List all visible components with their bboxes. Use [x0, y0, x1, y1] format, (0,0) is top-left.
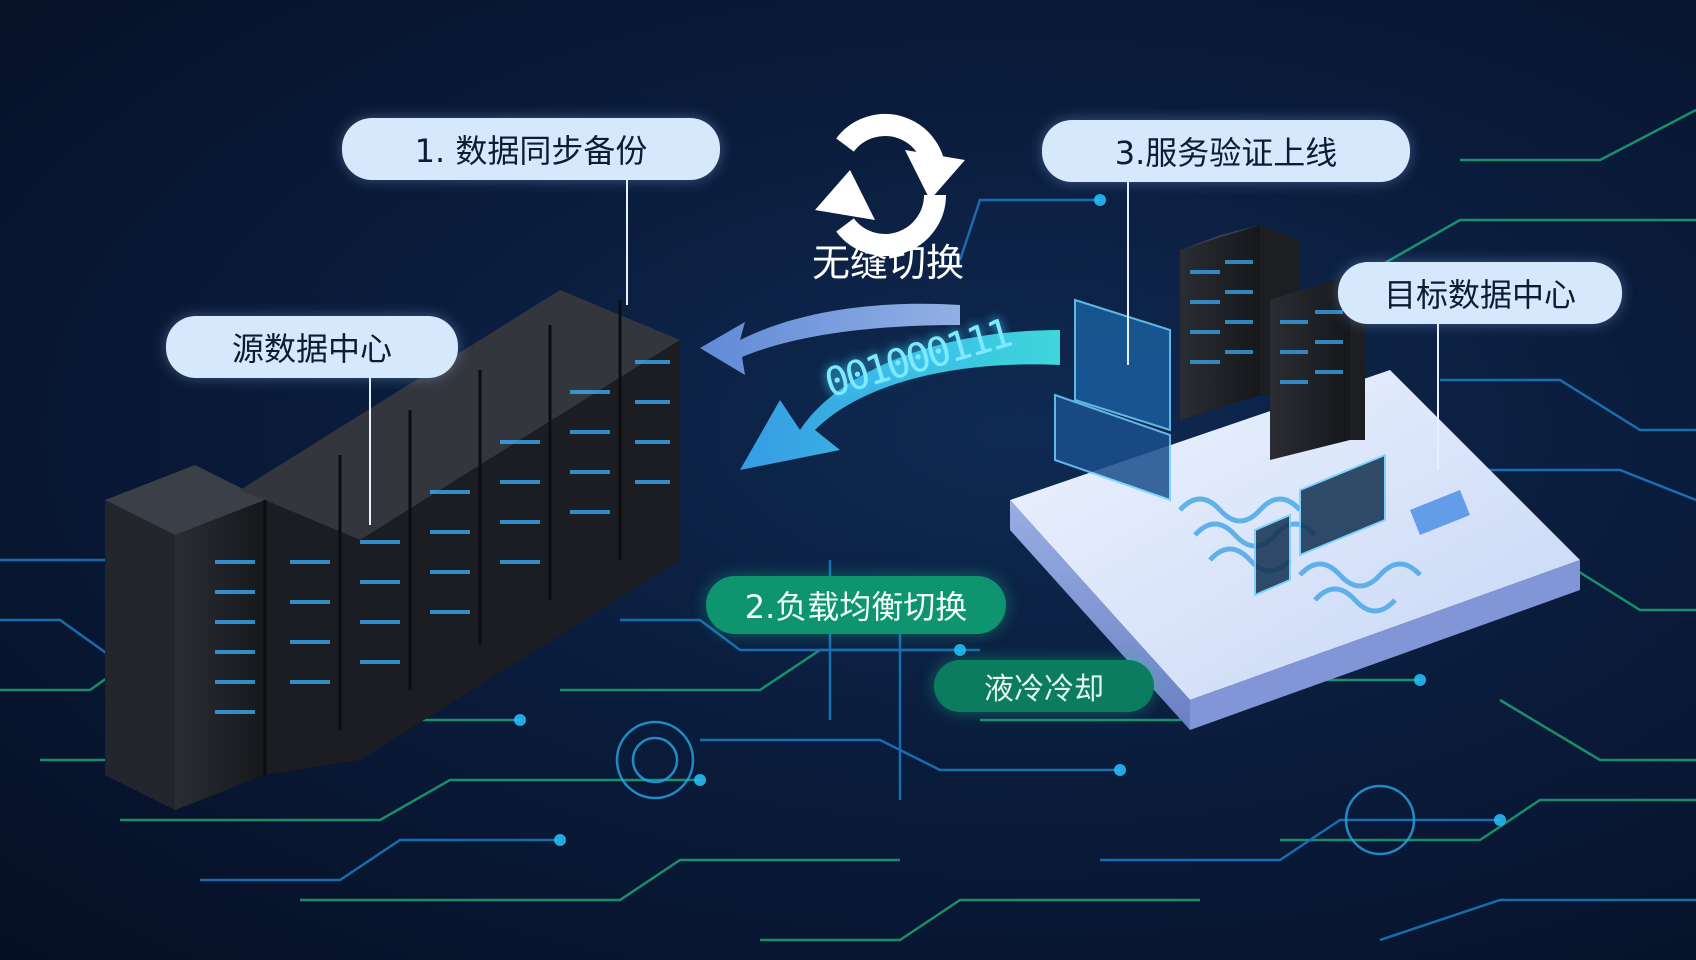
step-3-label: 3.服务验证上线	[1042, 120, 1410, 182]
switch-arrow-secondary	[700, 303, 960, 375]
step-1-label: 1. 数据同步备份	[342, 118, 720, 180]
switch-arrow-main	[740, 330, 1060, 470]
cooling-label: 液冷冷却	[934, 660, 1154, 712]
source-racks	[105, 290, 680, 810]
target-datacenter-label: 目标数据中心	[1338, 262, 1622, 324]
switch-caption: 无缝切换	[812, 241, 965, 285]
source-datacenter-label: 源数据中心	[166, 316, 458, 378]
step-2-label: 2.负载均衡切换	[706, 576, 1006, 634]
leader-lines	[369, 180, 1439, 525]
